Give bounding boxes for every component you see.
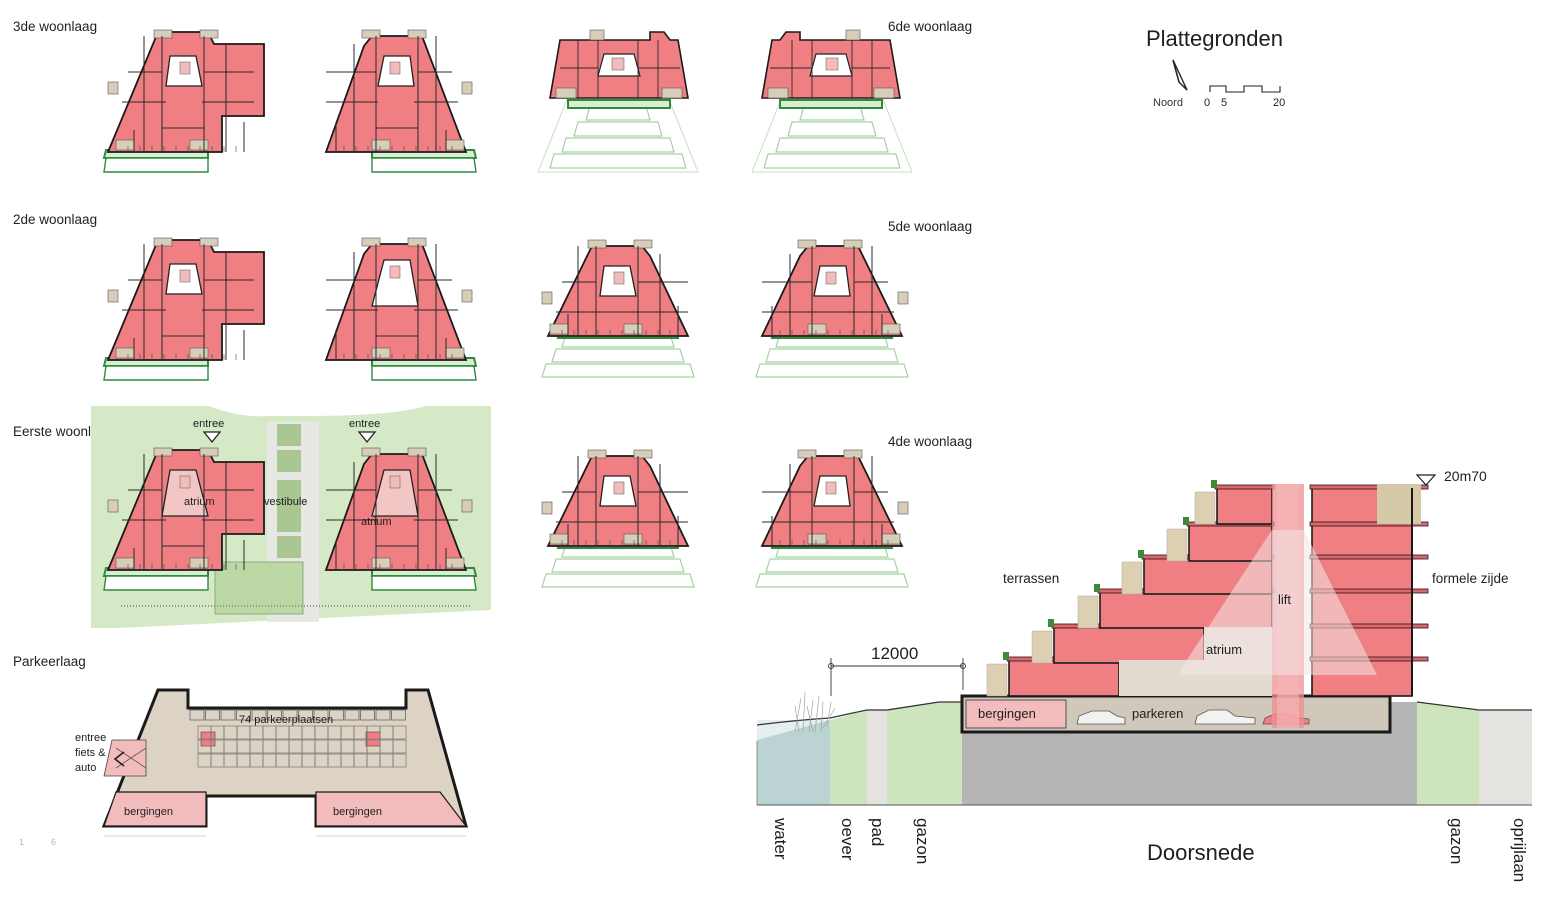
entrance-left-marker-icon bbox=[202, 431, 222, 444]
plan-2-right bbox=[324, 237, 478, 381]
floor-label-3: 3de woonlaag bbox=[13, 19, 98, 34]
plan-5-left bbox=[541, 239, 695, 378]
plan-3-right bbox=[324, 29, 478, 173]
plan-1-left bbox=[102, 447, 265, 591]
north-arrow-icon bbox=[1172, 59, 1188, 91]
parking-entrance-line1: entree bbox=[75, 732, 107, 744]
plan-6-left bbox=[537, 29, 699, 173]
floor-label-1: Eerste woonlaag bbox=[13, 424, 114, 439]
plan-2-left bbox=[102, 237, 265, 381]
section-formal-side-label: formele zijde bbox=[1432, 571, 1509, 586]
floor-label-2: 2de woonlaag bbox=[13, 212, 98, 227]
section-dimension-label: 12000 bbox=[871, 644, 919, 663]
zone-label-oprijlaan: oprijlaan bbox=[1510, 818, 1529, 883]
reeds-icon bbox=[794, 691, 836, 733]
floor-label-5: 5de woonlaag bbox=[888, 219, 973, 234]
vestibule-label: vestibule bbox=[264, 496, 308, 508]
storage-right-label: bergingen bbox=[333, 806, 382, 818]
zone-label-pad: pad bbox=[868, 818, 887, 847]
dimension-line bbox=[828, 658, 966, 696]
floor-label-4: 4de woonlaag bbox=[888, 434, 973, 449]
parking-entrance-line2: fiets & bbox=[75, 747, 106, 759]
scale-tick-20: 20 bbox=[1273, 97, 1286, 109]
scale-bar bbox=[1209, 85, 1281, 93]
plan-4-left bbox=[541, 449, 695, 588]
storage-left-label: bergingen bbox=[124, 806, 173, 818]
parking-entrance-line3: auto bbox=[75, 762, 97, 774]
scale-tick-0: 0 bbox=[1204, 97, 1211, 109]
section-title: Doorsnede bbox=[1147, 840, 1255, 865]
section-atrium-label: atrium bbox=[1206, 642, 1243, 657]
plan-3-left bbox=[102, 29, 265, 173]
scale-tick-5: 5 bbox=[1221, 97, 1228, 109]
floor-label-6: 6de woonlaag bbox=[888, 19, 973, 34]
section-terraces-label: terrassen bbox=[1003, 571, 1060, 586]
entrance-left-label: entree bbox=[193, 418, 225, 430]
section-parking-label: parkeren bbox=[1132, 706, 1184, 721]
section-storage-label: bergingen bbox=[978, 706, 1036, 721]
atrium-right-label: atrium bbox=[361, 516, 392, 528]
plan-1-right bbox=[324, 447, 478, 591]
zone-label-gazon-right: gazon bbox=[1447, 818, 1466, 865]
floor-label-parking: Parkeerlaag bbox=[13, 654, 86, 669]
plan-6-right bbox=[751, 29, 913, 173]
zone-label-gazon-left: gazon bbox=[913, 818, 932, 865]
page-title: Plattegronden bbox=[1146, 26, 1283, 51]
entrance-right-marker-icon bbox=[357, 431, 377, 444]
north-label: Noord bbox=[1153, 97, 1183, 109]
section-lift-label: lift bbox=[1278, 592, 1291, 607]
section-height-label: 20m70 bbox=[1444, 468, 1487, 484]
corner-mark-1: 1 bbox=[19, 837, 25, 847]
zone-label-oever: oever bbox=[838, 818, 857, 861]
zone-label-water: water bbox=[771, 818, 790, 860]
atrium-left-label: atrium bbox=[184, 496, 215, 508]
corner-mark-6: 6 bbox=[51, 837, 57, 847]
plan-4-right bbox=[755, 449, 909, 588]
level-marker-icon bbox=[1415, 474, 1437, 486]
parking-entrance-arrow-icon bbox=[113, 751, 125, 767]
plan-5-right bbox=[755, 239, 909, 378]
parking-spaces-label: 74 parkeerplaatsen bbox=[239, 714, 334, 726]
entrance-right-label: entree bbox=[349, 418, 381, 430]
section-drawing bbox=[756, 474, 1532, 806]
parking-plan bbox=[101, 688, 468, 837]
